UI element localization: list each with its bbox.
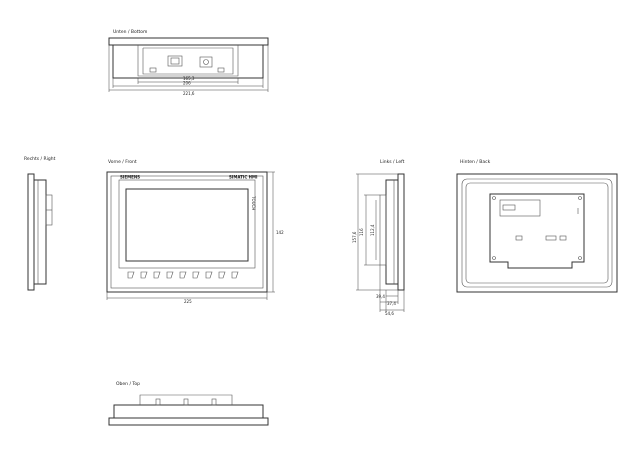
right-view-label: Rechts / Right [24, 156, 56, 162]
dim-left-d1: 39,4 [376, 294, 385, 299]
front-side-text: TOUCH [251, 195, 256, 210]
dim-221: 221,6 [183, 91, 195, 96]
dim-front-width: 225 [184, 299, 192, 304]
back-view: Hinten / Back [456, 159, 618, 293]
left-view: Links / Left 157,6 116 112,4 39,4 37,4 5… [352, 159, 405, 316]
front-model: SIMATIC HMI [229, 175, 258, 180]
dim-left-mid: 112,4 [370, 224, 375, 236]
function-keys [127, 271, 239, 279]
dim-left-d2: 37,4 [387, 301, 396, 306]
dim-left-inner: 116 [359, 228, 364, 236]
top-view-label: Oben / Top [116, 381, 140, 387]
dim-165: 165,3 [183, 76, 195, 81]
left-view-label: Links / Left [380, 159, 405, 165]
dim-front-height: 142 [276, 230, 284, 235]
dim-206: 206 [183, 81, 191, 86]
front-view-label: Vorne / Front [108, 159, 137, 165]
dim-left-d3: 54,6 [385, 311, 394, 316]
bottom-view: Unten / Bottom 165,3 206 221,6 [108, 29, 269, 96]
back-view-label: Hinten / Back [460, 159, 491, 165]
right-view: Rechts / Right [24, 156, 56, 291]
front-brand: SIEMENS [120, 175, 140, 180]
dim-left-outer: 157,6 [352, 231, 357, 243]
front-view: Vorne / Front SIEMENS SIMATIC HMI TOUCH … [106, 159, 284, 304]
top-view: Oben / Top [108, 381, 269, 426]
bottom-view-label: Unten / Bottom [113, 29, 147, 35]
